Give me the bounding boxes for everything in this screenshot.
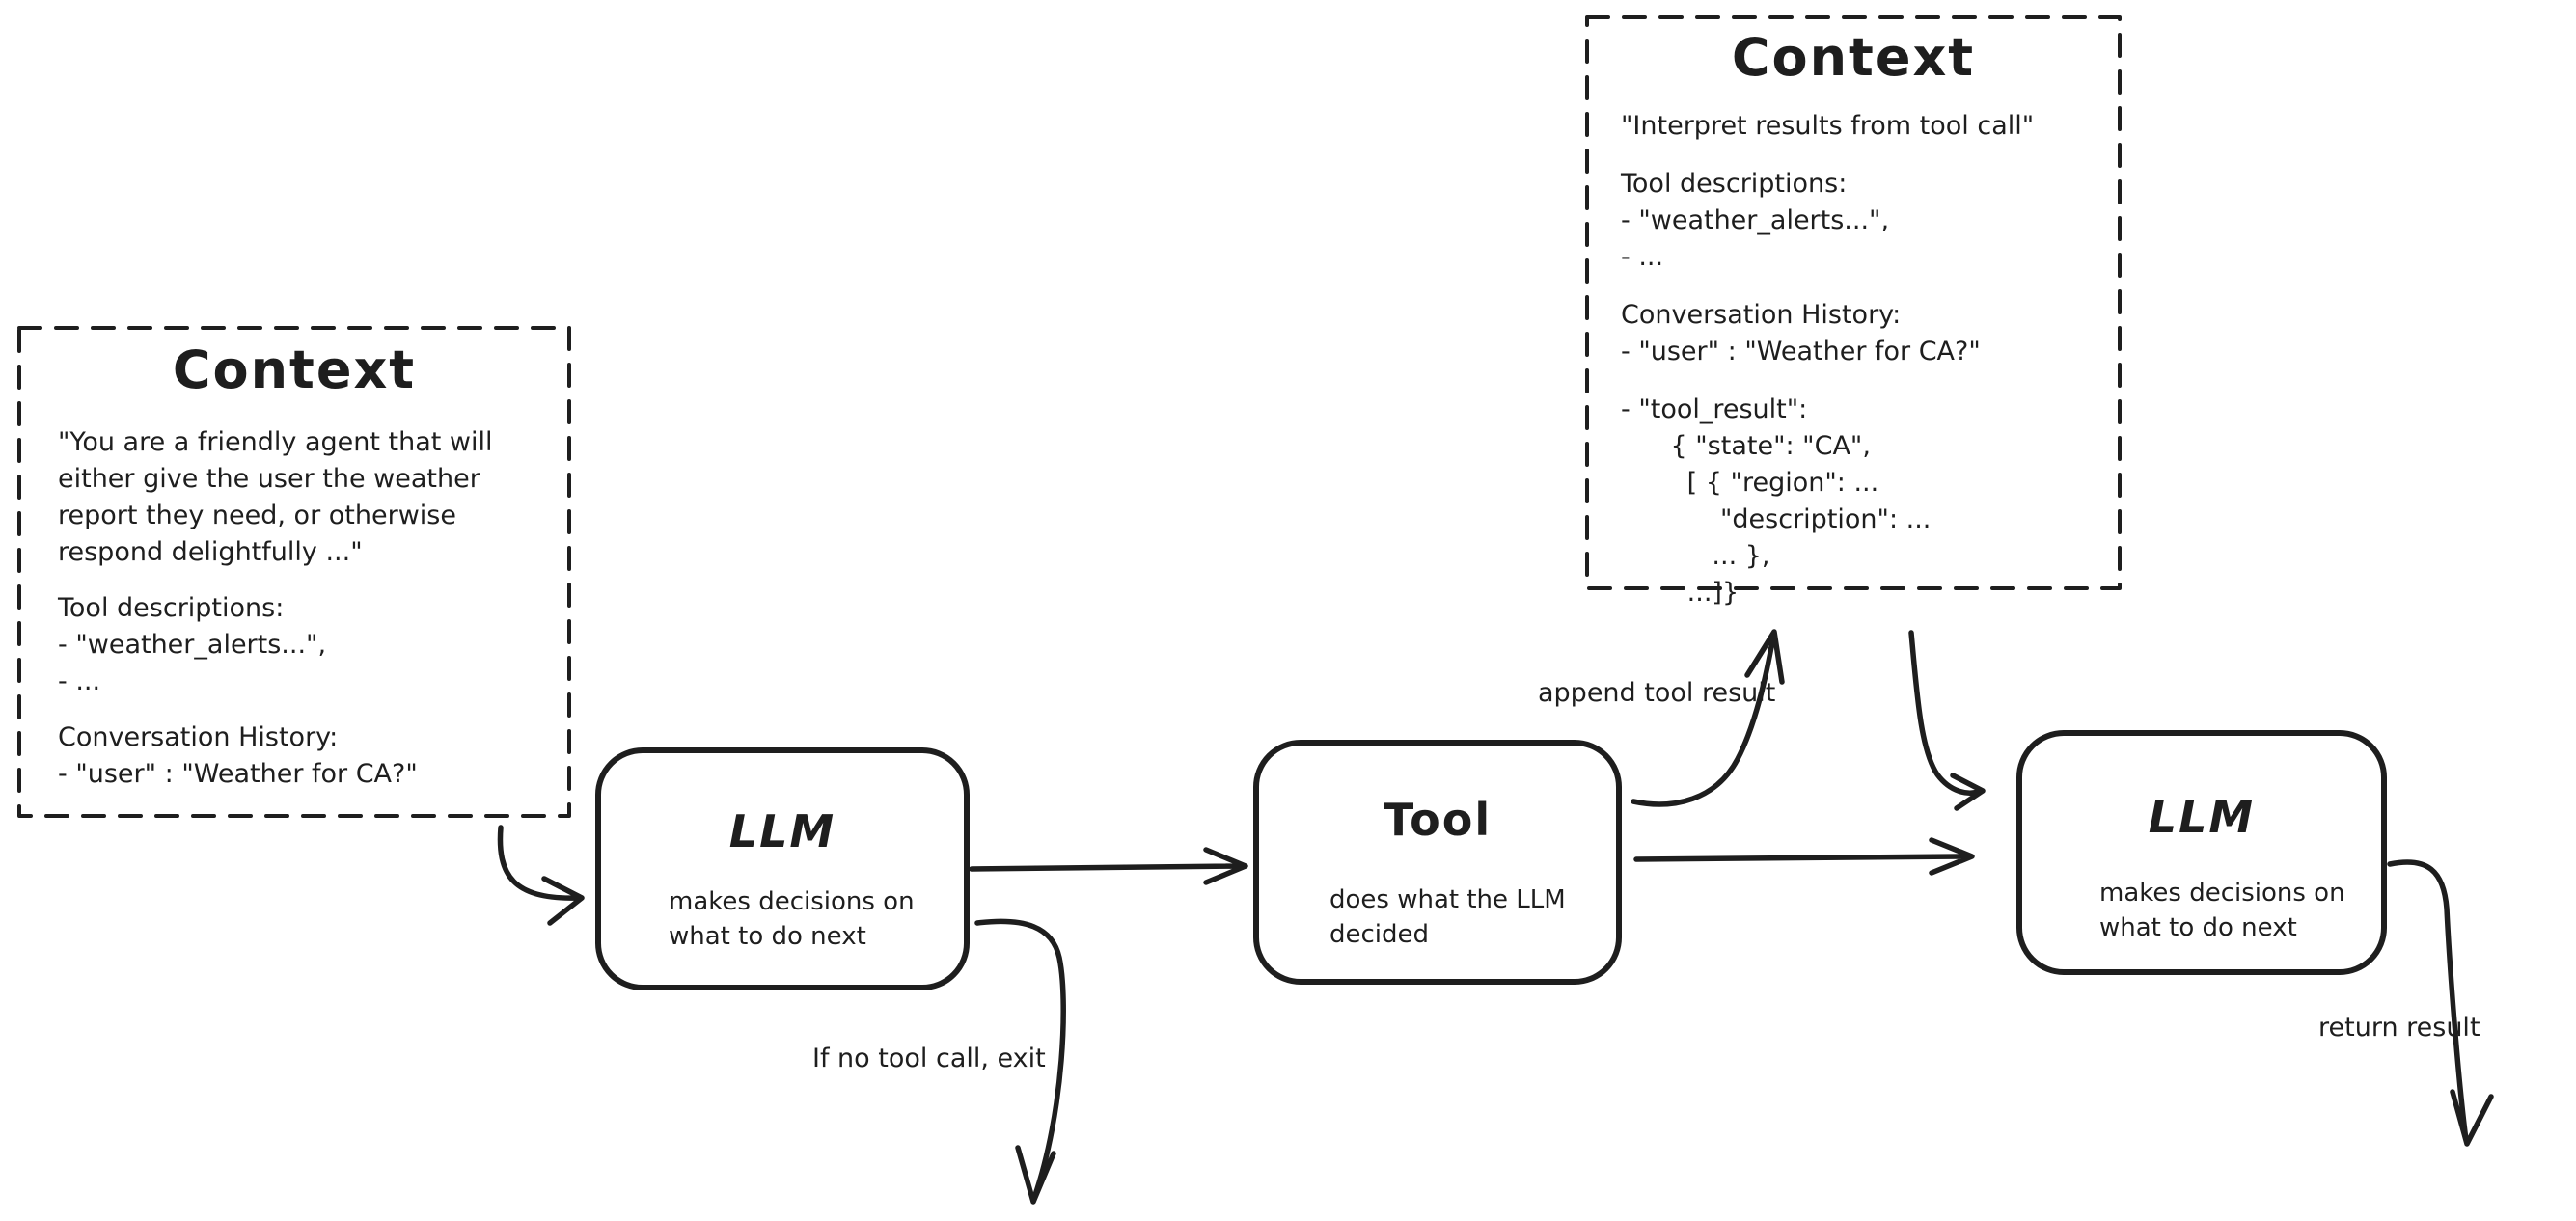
- tool-node-subtitle: does what the LLM decided: [1329, 885, 1566, 949]
- llm-first-node-title: LLM: [728, 805, 836, 857]
- context-top-border: [1585, 15, 2122, 590]
- llm-second-node-border: [2016, 730, 2387, 975]
- no-tool-call-exit-label: If no tool call, exit: [812, 1044, 1046, 1073]
- return-result-label: return result: [2318, 1013, 2480, 1043]
- context-top-title: Context: [1731, 27, 1976, 88]
- arrow-no-tool-call-exit: [974, 918, 1066, 1205]
- arrow-return-result: [2387, 859, 2494, 1147]
- context-left-tool-descriptions: Tool descriptions: - "weather_alerts..."…: [58, 593, 327, 696]
- context-top-conversation-history: Conversation History: - "user" : "Weathe…: [1621, 300, 1981, 366]
- context-left-conversation-history: Conversation History: - "user" : "Weathe…: [58, 722, 418, 789]
- arrow-append-tool-result: [1631, 629, 1785, 807]
- context-top-tool-descriptions: Tool descriptions: - "weather_alerts..."…: [1621, 169, 1890, 272]
- llm-second-node-title: LLM: [2148, 791, 2256, 843]
- context-top-tool-result: - "tool_result": { "state": "CA", [ { "r…: [1621, 394, 1932, 608]
- tool-node-border: [1253, 740, 1622, 985]
- arrow-tool-to-llm-second: [1633, 837, 1975, 876]
- append-tool-result-label: append tool result: [1538, 678, 1776, 708]
- llm-second-node-subtitle: makes decisions on what to do next: [2099, 879, 2345, 942]
- context-left-body: "You are a friendly agent that will eith…: [58, 424, 550, 812]
- llm-first-node-subtitle: makes decisions on what to do next: [669, 887, 915, 951]
- arrow-llm-to-tool: [969, 847, 1248, 885]
- context-top-body: "Interpret results from tool call" Tool …: [1621, 108, 2103, 633]
- context-top-system-prompt: "Interpret results from tool call": [1621, 111, 2035, 141]
- context-left-border: [17, 326, 571, 818]
- context-left-title: Context: [172, 339, 417, 400]
- context-left-system-prompt: "You are a friendly agent that will eith…: [58, 427, 493, 567]
- tool-node-title: Tool: [1383, 794, 1493, 846]
- arrow-context-top-to-llm-second: [1908, 630, 1986, 811]
- llm-first-node-border: [595, 747, 970, 990]
- arrow-context-left-to-llm: [497, 825, 585, 926]
